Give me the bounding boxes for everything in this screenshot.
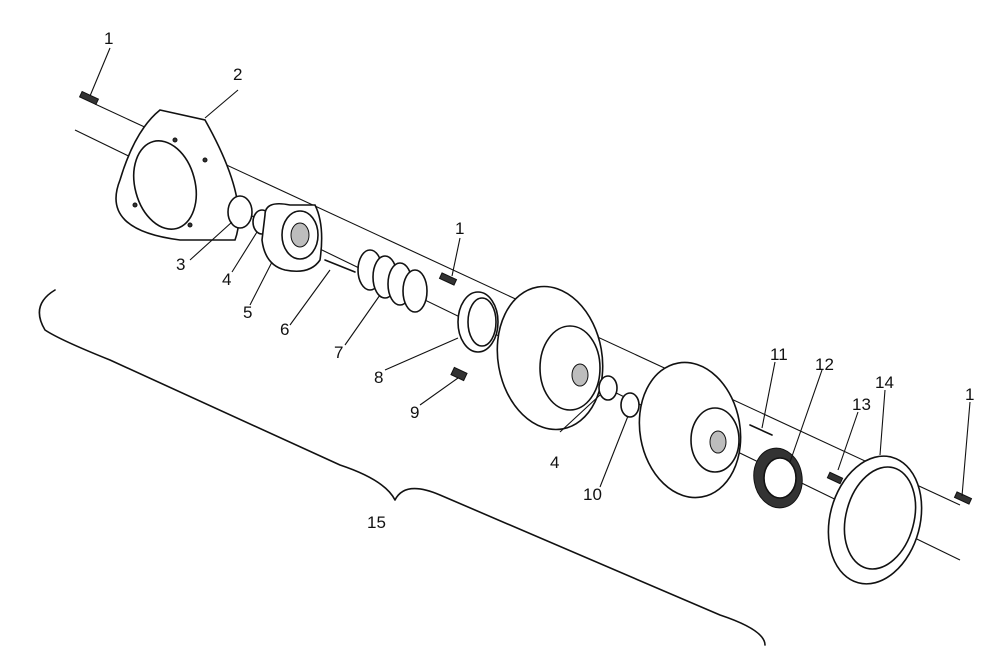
washer-10 bbox=[620, 392, 640, 418]
pin-6 bbox=[324, 259, 356, 273]
callout-2: 2 bbox=[233, 65, 242, 84]
bolt-1-middle bbox=[438, 272, 458, 286]
cover-plate-2 bbox=[115, 109, 240, 241]
bolt-13 bbox=[826, 471, 844, 485]
bolt-1-right bbox=[953, 491, 973, 505]
callout-13: 13 bbox=[852, 395, 871, 414]
callout-6: 6 bbox=[280, 320, 289, 339]
spider-5 bbox=[261, 202, 323, 273]
moveable-sheave bbox=[496, 285, 604, 431]
callout-8: 8 bbox=[374, 368, 383, 387]
callout-5: 5 bbox=[243, 303, 252, 322]
cam-12 bbox=[753, 447, 803, 509]
callout-14: 14 bbox=[875, 373, 894, 392]
callout-4-left: 4 bbox=[222, 270, 231, 289]
spring-7 bbox=[357, 249, 428, 313]
callout-3: 3 bbox=[176, 255, 185, 274]
washer-4-right bbox=[598, 375, 618, 401]
callout-1-top: 1 bbox=[104, 29, 113, 48]
callout-4-right: 4 bbox=[550, 453, 559, 472]
cover-ring-14 bbox=[827, 455, 923, 585]
callout-1-middle: 1 bbox=[455, 219, 464, 238]
bolt-1-top bbox=[78, 90, 100, 106]
screw-9 bbox=[450, 366, 468, 382]
fixed-sheave bbox=[638, 361, 742, 499]
pin-11 bbox=[749, 424, 773, 436]
callout-7: 7 bbox=[334, 343, 343, 362]
callout-10: 10 bbox=[583, 485, 602, 504]
callout-11: 11 bbox=[770, 345, 788, 364]
callout-15: 15 bbox=[367, 513, 386, 532]
assembly-bracket bbox=[38, 289, 766, 646]
callout-1-right: 1 bbox=[965, 385, 974, 404]
callout-9: 9 bbox=[410, 403, 419, 422]
callout-12: 12 bbox=[815, 355, 834, 374]
bushing-8 bbox=[457, 291, 499, 353]
snap-ring-3 bbox=[227, 195, 253, 229]
